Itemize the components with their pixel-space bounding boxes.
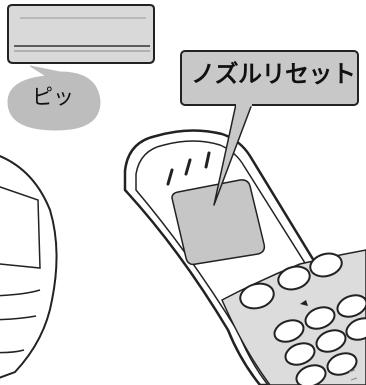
toilet-seat-edge-icon: [0, 150, 57, 385]
beep-text: ピッ: [32, 87, 74, 108]
remote-control-icon: [125, 130, 366, 385]
nozzle-reset-label: ノズルリセット: [191, 62, 356, 86]
air-conditioner-unit-icon: [8, 5, 154, 63]
